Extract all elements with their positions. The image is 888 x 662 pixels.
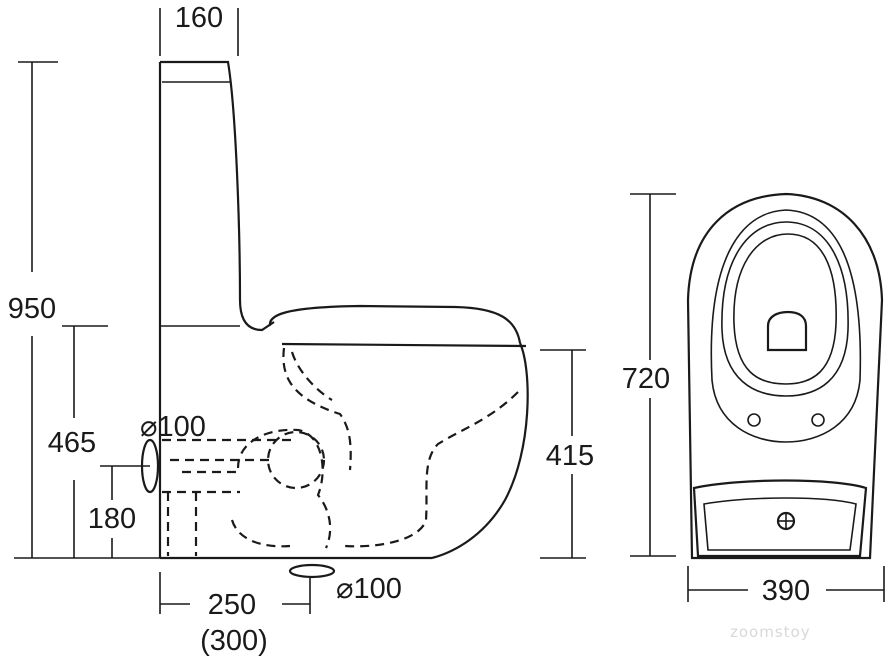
tank-outline xyxy=(160,60,275,332)
outlet-circle-dashed xyxy=(266,430,326,490)
top-dimensions: 720 390 xyxy=(622,193,885,607)
side-view xyxy=(100,60,529,579)
dim-seat-height: 415 xyxy=(546,440,594,472)
side-dimensions: 160 950 465 180 ⌀100 415 250 (300) ⌀100 xyxy=(8,2,594,657)
top-seat-outer xyxy=(721,221,849,397)
top-drain-opening xyxy=(766,310,808,352)
top-tank xyxy=(692,479,868,558)
watermark: zoomstoy xyxy=(730,623,811,641)
bowl-outline xyxy=(431,342,529,560)
dim-total-height: 950 xyxy=(8,293,56,325)
dim-tank-width: 160 xyxy=(175,2,223,34)
trapway-inner xyxy=(290,351,333,401)
dim-top-width: 390 xyxy=(762,575,810,607)
trapway-upper xyxy=(282,347,352,471)
seat-line xyxy=(281,342,527,348)
dim-outlet-offset-alt: (300) xyxy=(200,625,268,657)
seat-lid xyxy=(268,304,522,344)
dim-inlet-diameter: ⌀100 xyxy=(140,411,206,443)
bowl-inner-curve xyxy=(344,391,519,548)
dim-inlet-height: 180 xyxy=(88,503,136,535)
dim-top-length: 720 xyxy=(622,363,670,395)
dim-outlet-height: 465 xyxy=(48,427,96,459)
dim-floor-outlet-diameter: ⌀100 xyxy=(336,573,402,605)
trap-lower xyxy=(230,519,291,548)
top-outer-shell xyxy=(686,192,884,560)
top-rim xyxy=(710,209,862,443)
hinge-hole-left xyxy=(747,413,761,427)
dim-outlet-offset: 250 xyxy=(208,589,256,621)
top-seat-inner xyxy=(733,233,837,385)
top-tank-inner xyxy=(703,497,857,551)
trap-loop xyxy=(236,428,332,549)
top-view xyxy=(686,192,884,560)
floor-outlet xyxy=(288,563,336,579)
hinge-hole-right xyxy=(811,413,825,427)
